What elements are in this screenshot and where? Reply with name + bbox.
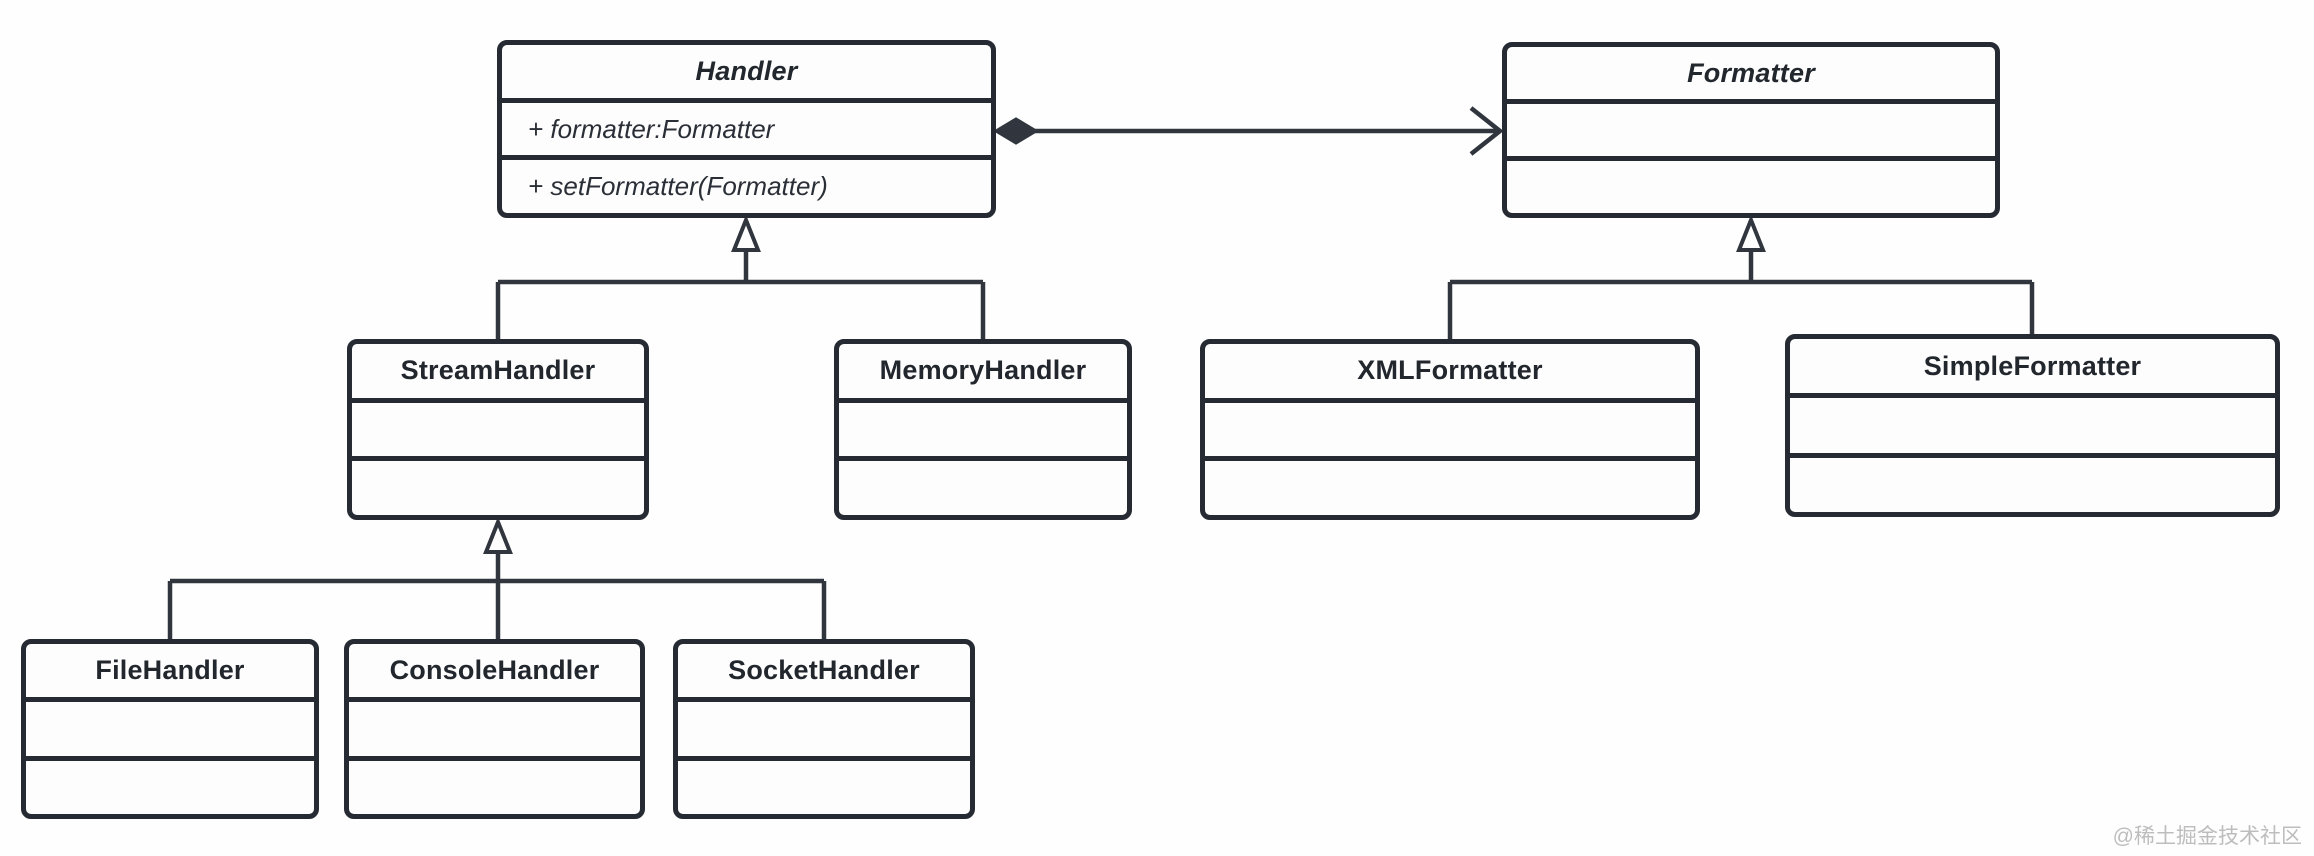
relation-generalization-to-formatter	[1447, 214, 2035, 339]
class-title: FileHandler	[95, 655, 245, 686]
class-title: SimpleFormatter	[1923, 350, 2142, 381]
attributes-compartment	[1205, 397, 1695, 457]
methods-compartment	[839, 456, 1127, 515]
attributes-compartment	[352, 397, 644, 457]
class-attribute: + formatter:Formatter	[502, 97, 991, 156]
class-title: Handler	[695, 55, 798, 86]
class-box-consolehandler[interactable]: ConsoleHandler	[344, 639, 645, 819]
relation-generalization-to-handler	[495, 214, 986, 339]
methods-compartment	[1205, 456, 1695, 515]
class-title: XMLFormatter	[1357, 355, 1543, 386]
methods-compartment	[1507, 156, 1995, 213]
class-box-filehandler[interactable]: FileHandler	[21, 639, 319, 819]
attributes-compartment	[26, 697, 314, 755]
class-title: Formatter	[1687, 57, 1815, 88]
class-box-memoryhandler[interactable]: MemoryHandler	[834, 339, 1132, 520]
attributes-compartment	[839, 397, 1127, 457]
relation-generalization-to-streamhandler	[167, 516, 827, 639]
watermark: @稀土掘金技术社区	[2112, 825, 2302, 848]
relation-composition-handler-formatter	[993, 106, 1504, 156]
methods-compartment	[26, 755, 314, 814]
class-box-formatter[interactable]: Formatter	[1502, 42, 2000, 218]
class-title: MemoryHandler	[879, 355, 1087, 386]
class-box-streamhandler[interactable]: StreamHandler	[347, 339, 649, 520]
class-box-simpleformatter[interactable]: SimpleFormatter	[1785, 334, 2280, 517]
class-box-sockethandler[interactable]: SocketHandler	[673, 639, 975, 819]
class-method: + setFormatter(Formatter)	[502, 155, 991, 213]
attributes-compartment	[678, 697, 970, 755]
class-box-handler[interactable]: Handler + formatter:Formatter + setForma…	[497, 40, 996, 218]
attributes-compartment	[349, 697, 640, 755]
methods-compartment	[1790, 452, 2275, 512]
class-title: StreamHandler	[400, 355, 596, 386]
methods-compartment	[349, 755, 640, 814]
class-title: SocketHandler	[728, 655, 920, 686]
methods-compartment	[678, 755, 970, 814]
attributes-compartment	[1507, 99, 1995, 156]
attributes-compartment	[1790, 393, 2275, 452]
class-title: ConsoleHandler	[389, 655, 600, 686]
methods-compartment	[352, 456, 644, 515]
class-box-xmlformatter[interactable]: XMLFormatter	[1200, 339, 1700, 520]
